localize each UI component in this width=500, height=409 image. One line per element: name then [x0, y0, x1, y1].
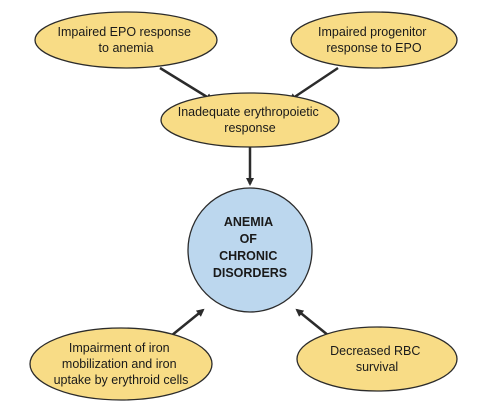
iron-line-1: Impairment of iron [69, 341, 170, 355]
center-circle [187, 187, 313, 313]
oval-progenitor-response [290, 11, 458, 69]
center-line-3: CHRONIC [219, 249, 277, 263]
iron-line-2: mobilization and iron [62, 357, 177, 371]
svg-text:Inadequate erythropoietic: Inadequate erythropoietic response [178, 105, 323, 135]
svg-text:Impaired EPO response to: Impaired EPO response to anemia [58, 25, 195, 55]
oval-erythropoietic-response [160, 92, 340, 148]
progenitor-response-line-1: Impaired progenitor [318, 25, 426, 39]
node-impaired-progenitor-response: Impaired progenitor response to EPO [290, 11, 458, 69]
iron-line-3: uptake by erythroid cells [54, 373, 189, 387]
arrow-progenitor-to-erythropoietic [288, 66, 339, 102]
oval-epo-response [34, 11, 218, 69]
arrow-epo-to-erythropoietic [159, 66, 214, 102]
node-impaired-epo-response: Impaired EPO response to anemia [34, 11, 218, 69]
center-line-2: OF [240, 232, 258, 246]
epo-response-line-1: Impaired EPO response [58, 25, 191, 39]
svg-text:Decreased RBC survival: Decreased RBC survival [330, 344, 424, 374]
svg-text:Impaired progenitor resp: Impaired progenitor response to EPO [318, 25, 430, 55]
progenitor-response-line-2: response to EPO [326, 41, 421, 55]
node-anemia-of-chronic-disorders: ANEMIA OF CHRONIC DISORDERS [187, 187, 313, 313]
center-line-4: DISORDERS [213, 266, 287, 280]
rbc-line-2: survival [356, 360, 398, 374]
center-line-1: ANEMIA [224, 215, 273, 229]
node-decreased-rbc-survival: Decreased RBC survival [296, 326, 458, 392]
oval-rbc [296, 326, 458, 392]
erythropoietic-line-2: response [224, 121, 275, 135]
node-impairment-of-iron: Impairment of iron mobilization and iron… [29, 327, 213, 401]
epo-response-line-2: to anemia [99, 41, 154, 55]
svg-text:Impairment of iron mobil: Impairment of iron mobilization and iron… [54, 341, 189, 387]
rbc-line-1: Decreased RBC [330, 344, 420, 358]
node-inadequate-erythropoietic-response: Inadequate erythropoietic response [160, 92, 340, 148]
oval-iron [29, 327, 213, 401]
erythropoietic-line-1: Inadequate erythropoietic [178, 105, 319, 119]
svg-text:ANEMIA OF CHRONIC: ANEMIA OF CHRONIC DISORDERS [213, 215, 287, 280]
